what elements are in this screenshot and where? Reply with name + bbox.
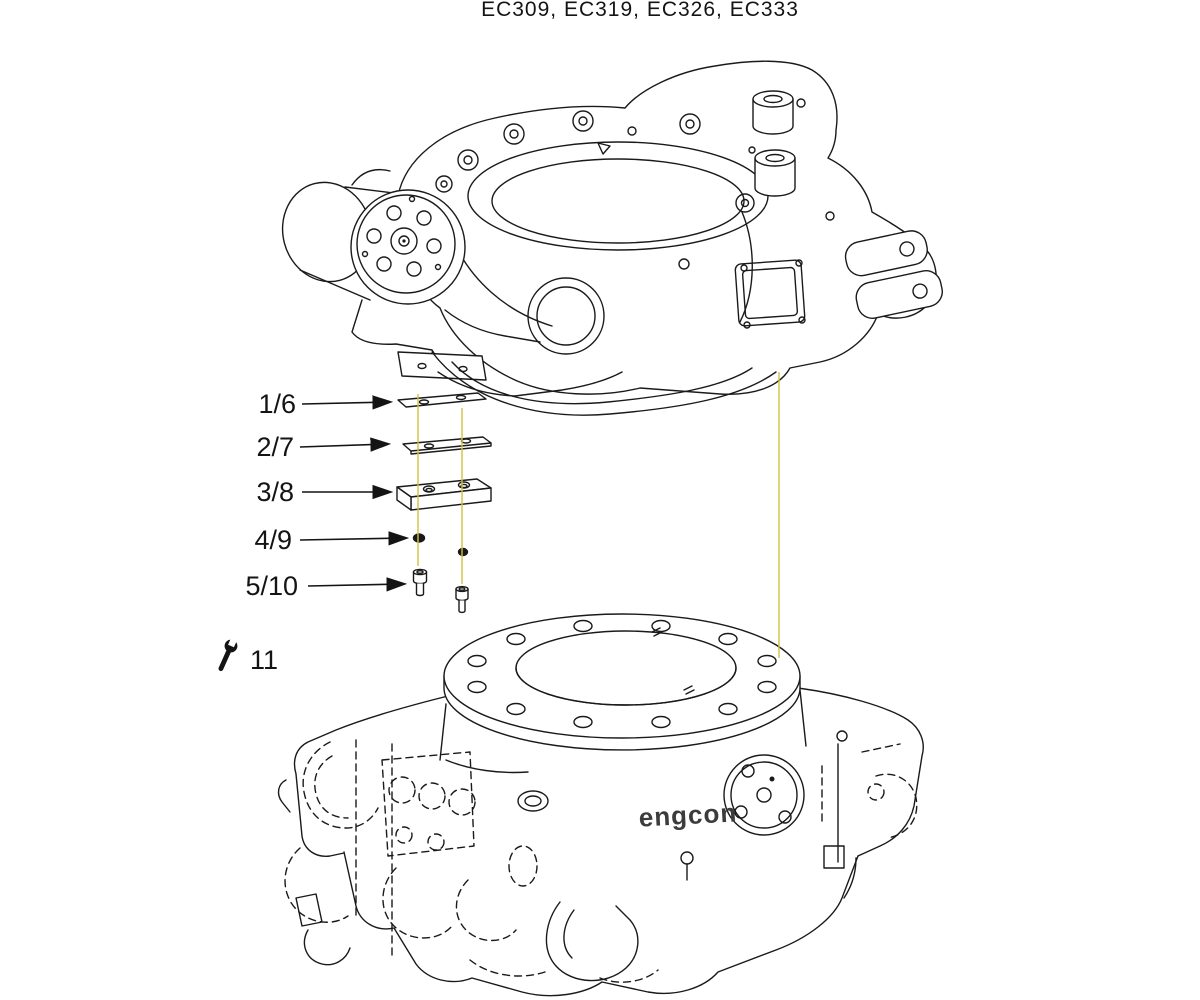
- top-flange-ring: [443, 613, 801, 751]
- washer-b: [457, 547, 469, 557]
- rotor-cover: [723, 754, 805, 836]
- screw-b: [455, 585, 469, 614]
- spacer-block: [396, 478, 492, 511]
- right-cover-plate: [734, 259, 806, 329]
- shim-plate-1: [397, 392, 487, 408]
- leader-line-4: [299, 531, 410, 546]
- top-bolt-bosses: [435, 110, 835, 270]
- leader-line-5: [307, 577, 408, 592]
- hidden-gripper-lines: [284, 739, 918, 983]
- mount-foot: [351, 299, 487, 381]
- callout-label-3: 3/8: [256, 477, 294, 507]
- bottom-skirt: [431, 351, 777, 416]
- callout-label-5: 5/10: [245, 571, 298, 601]
- tool-callout-label: 11: [250, 645, 278, 675]
- center-bearing-ring: [527, 277, 605, 355]
- shim-plate-2: [402, 436, 492, 455]
- right-clamp-ears: [844, 230, 943, 319]
- wrench-icon: [218, 636, 238, 672]
- diagram-title: EC309, EC319, EC326, EC333: [481, 0, 799, 21]
- engcon-logo: engcon: [638, 797, 738, 832]
- callout-label-2: 2/7: [256, 432, 294, 462]
- leader-line-1: [301, 395, 394, 410]
- lower-tiltrotator-drawing: engcon: [277, 613, 924, 997]
- callout-label-1: 1/6: [258, 389, 296, 419]
- motor-flange-disc: [350, 189, 466, 305]
- washer-a: [412, 533, 426, 543]
- screw-a: [412, 568, 428, 597]
- upper-coupler-drawing: [281, 60, 943, 416]
- callout-label-4: 4/9: [254, 525, 292, 555]
- leader-line-2: [299, 437, 392, 452]
- top-caps: [748, 90, 806, 197]
